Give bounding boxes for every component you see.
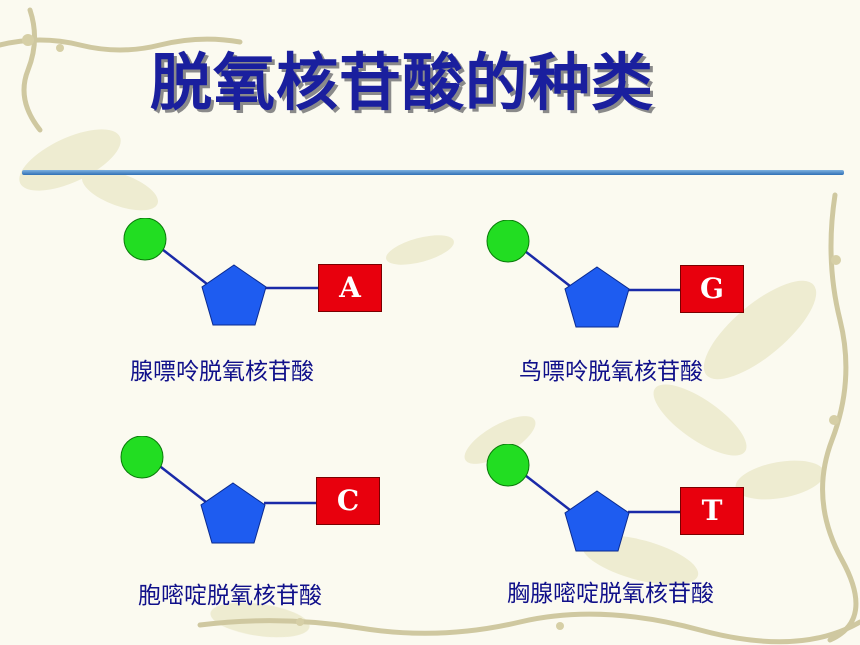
phosphate-circle <box>486 220 530 263</box>
nucleotide-c-diagram: C <box>119 436 419 576</box>
deoxyribose-pentagon <box>564 490 630 552</box>
phosphate-circle <box>123 218 167 261</box>
nucleotide-g-diagram: G <box>483 220 783 360</box>
nucleotide-g-name: 鸟嘌呤脱氧核苷酸 <box>519 359 703 385</box>
nucleotide-a-diagram: A <box>120 218 420 358</box>
nucleotide-a-structure <box>123 218 320 326</box>
phosphate-circle <box>486 444 530 487</box>
base-label-g: G <box>680 265 744 313</box>
base-label-c: C <box>316 477 380 525</box>
deoxyribose-pentagon <box>201 264 267 326</box>
nucleotide-c-name: 胞嘧啶脱氧核苷酸 <box>138 583 322 609</box>
phosphate-circle <box>120 436 164 479</box>
base-label-a: A <box>318 264 382 312</box>
nucleotide-c-structure <box>120 436 317 544</box>
deoxyribose-pentagon <box>564 266 630 328</box>
nucleotide-t-name: 胸腺嘧啶脱氧核苷酸 <box>507 581 714 607</box>
nucleotide-t-diagram: T <box>483 444 783 584</box>
title-divider <box>22 170 844 175</box>
nucleotide-t-structure <box>486 444 683 552</box>
base-label-t: T <box>680 487 744 535</box>
deoxyribose-pentagon <box>200 482 266 544</box>
nucleotide-a-name: 腺嘌呤脱氧核苷酸 <box>130 359 314 385</box>
slide-title: 脱氧核苷酸的种类 <box>150 46 655 119</box>
nucleotide-g-structure <box>486 220 683 328</box>
